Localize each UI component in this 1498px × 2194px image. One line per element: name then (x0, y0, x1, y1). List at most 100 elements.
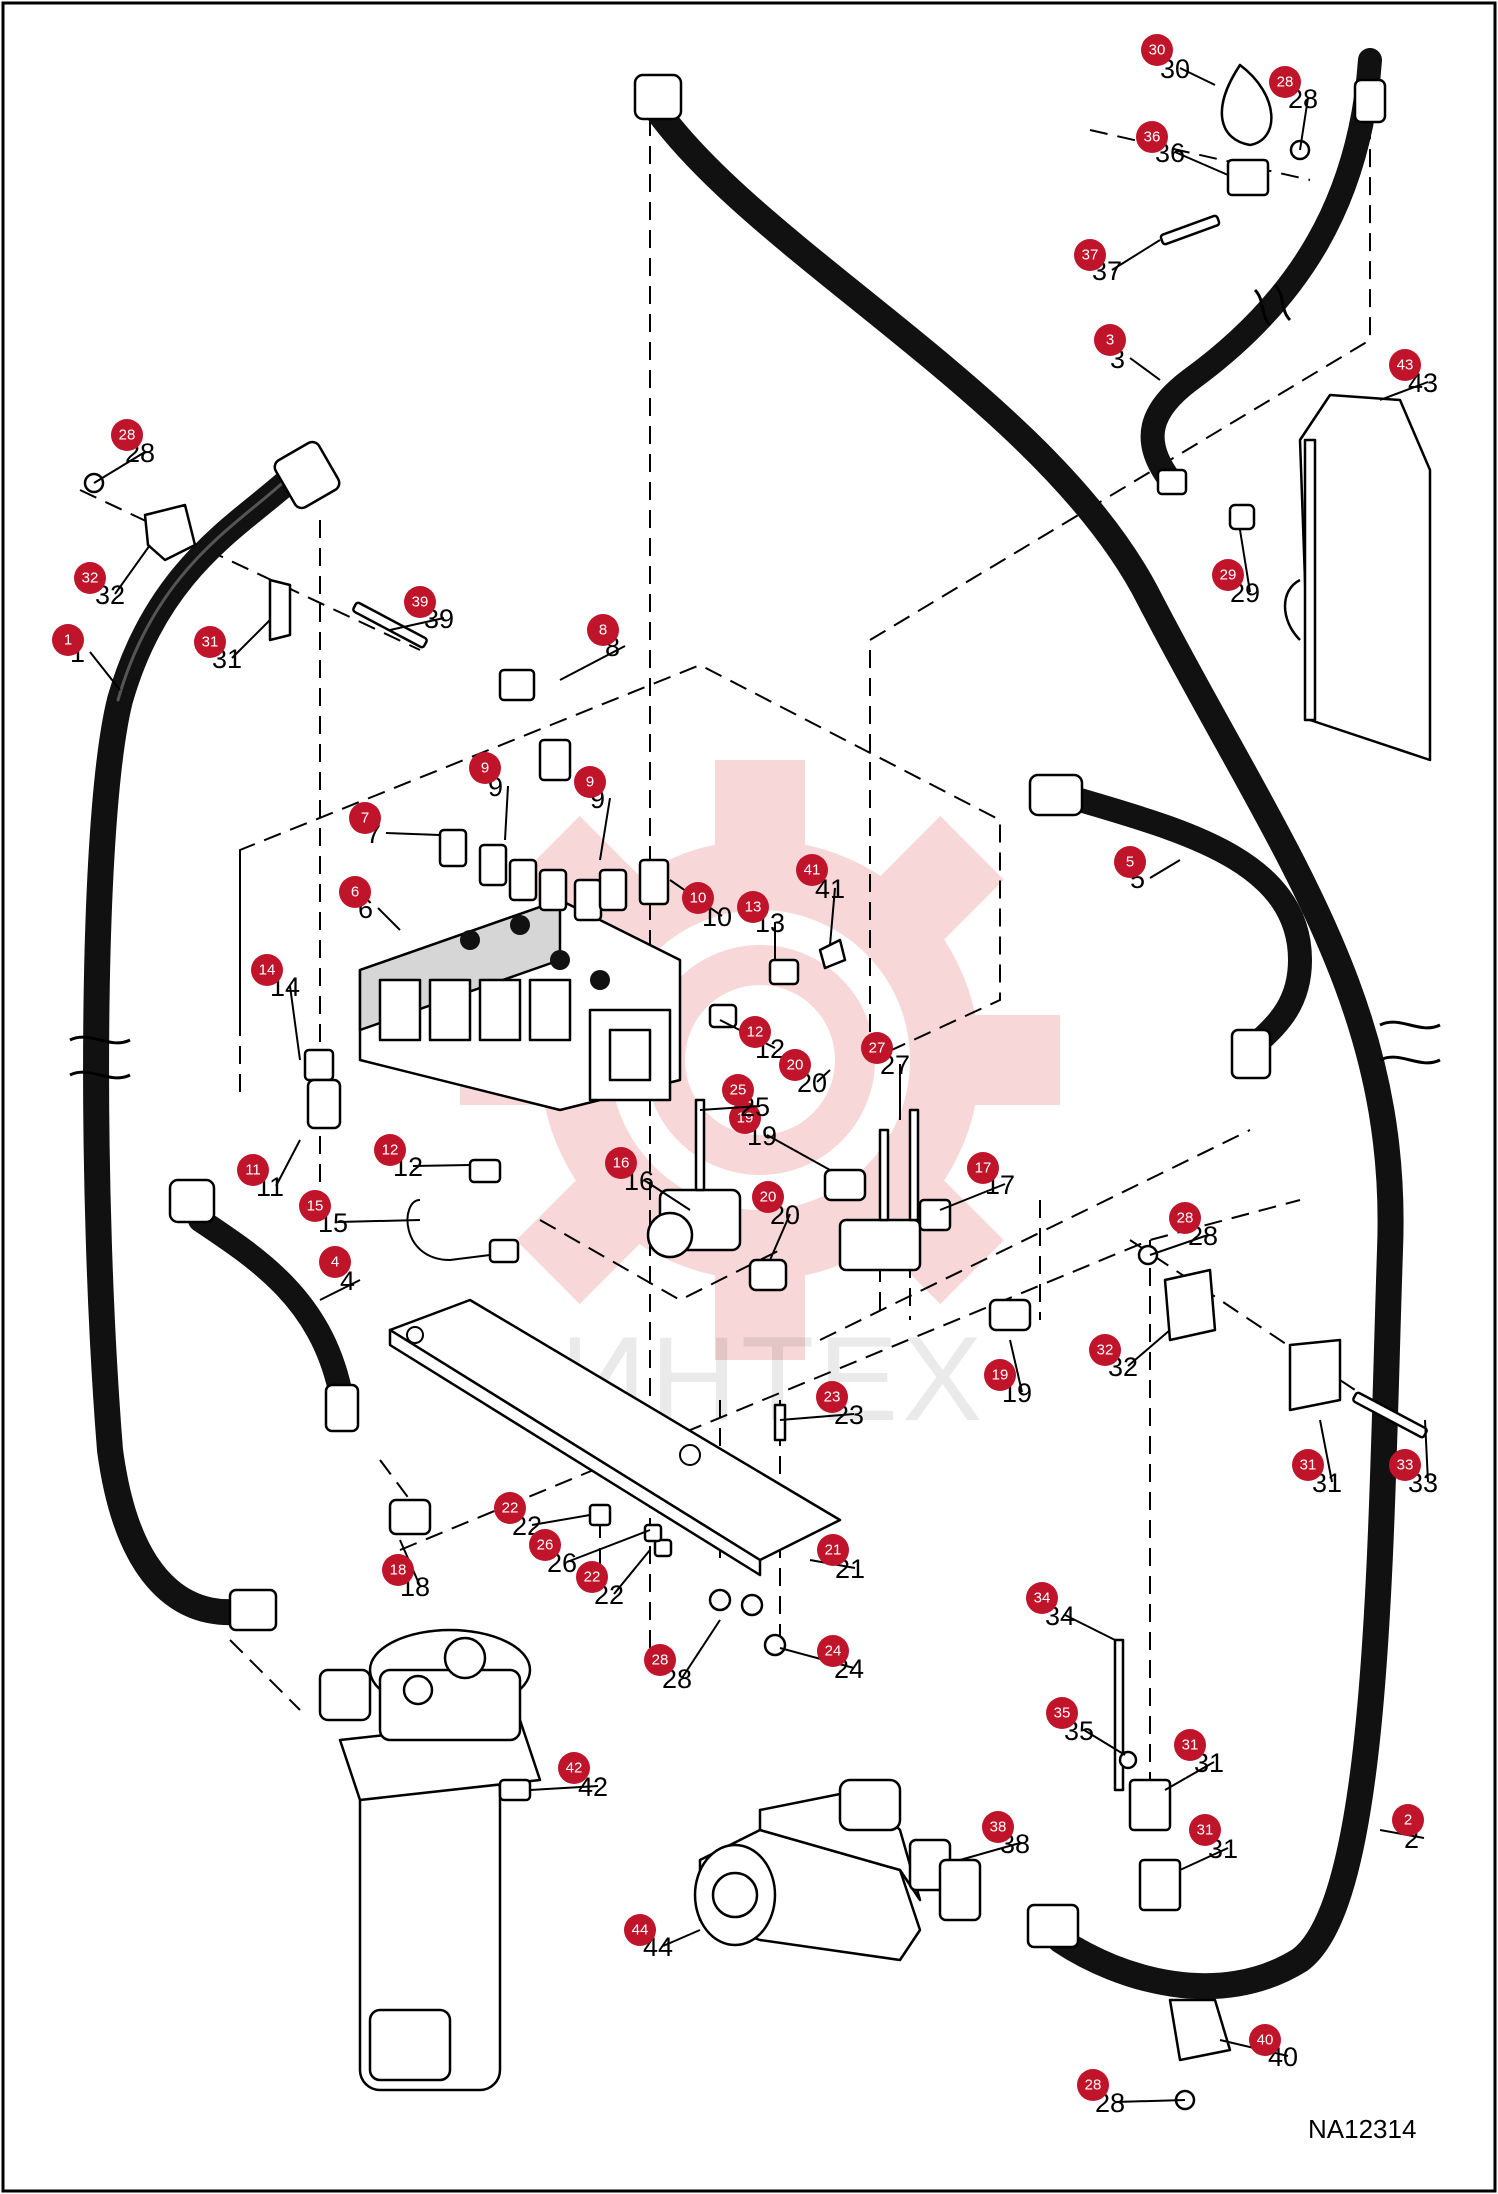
callout-badge-label: 30 (1149, 42, 1166, 59)
control-valve-block (358, 898, 682, 1112)
callout-leader-line (779, 1413, 855, 1421)
callout-leader-line (1424, 1419, 1429, 1483)
callout-badge-label: 24 (825, 1643, 842, 1660)
callout-leader-line (681, 1619, 721, 1679)
callout-badge-label: 28 (1085, 2077, 1102, 2094)
callout-leader-line (566, 1529, 651, 1563)
callout-badge (494, 1492, 526, 1524)
callout-leader-line (1179, 1847, 1229, 1871)
callout-badge (1269, 66, 1301, 98)
callout-badge-label: 22 (584, 1569, 601, 1586)
callout-badge-label: 36 (1144, 129, 1161, 146)
callout-badge-label: 2 (1404, 1812, 1412, 1829)
callout-badge (1077, 2069, 1109, 2101)
callout-badge-label: 11 (245, 1162, 261, 1179)
callout-leader-line (816, 1069, 831, 1083)
callout-badge (319, 1246, 351, 1278)
callout-leader-line (93, 451, 146, 484)
callout-badge (251, 954, 283, 986)
callout-badge (644, 1644, 676, 1676)
callout-badge (982, 1811, 1014, 1843)
callout-leader-line (613, 1549, 651, 1595)
callout-badge-label: 22 (502, 1500, 519, 1517)
lower-right-clamp-stack (1113, 1638, 1232, 2111)
callout-badge (1089, 1334, 1121, 1366)
callout-leader-line (1114, 2099, 1186, 2103)
callout-badge-label: 32 (82, 570, 99, 587)
callout-badge (1392, 1804, 1424, 1836)
callout-badge (237, 1154, 269, 1186)
callout-badge-label: 28 (119, 427, 136, 444)
callout-badge (624, 1914, 656, 1946)
callout-badge-label: 39 (412, 594, 429, 611)
callout-badge-label: 23 (824, 1389, 841, 1406)
callout-leader-line (599, 797, 611, 861)
callout-leader-line (1127, 1329, 1171, 1367)
callout-badge (816, 1381, 848, 1413)
callout-leader-line (1083, 1729, 1126, 1756)
callout-badge-label: 37 (1082, 247, 1099, 264)
callout-badge-label: 10 (690, 890, 707, 907)
callout-leader-line (1064, 1614, 1116, 1641)
callout-badge-label: 35 (1054, 1705, 1071, 1722)
callout-leader-line (662, 1929, 701, 1947)
callout-leader-line (412, 1164, 471, 1167)
callout-badge-label: 31 (1300, 1457, 1317, 1474)
callout-badge (299, 1190, 331, 1222)
callout-leader-line (275, 1139, 301, 1187)
callout-badge (861, 1032, 893, 1064)
callout-badge (558, 1752, 590, 1784)
callout-badge (469, 752, 501, 784)
callout-badge (817, 1534, 849, 1566)
callout-badge-label: 44 (632, 1922, 649, 1939)
filter-assembly (318, 1628, 542, 2092)
callout-leader-line (289, 985, 301, 1061)
callout-badge-label: 34 (1034, 1590, 1051, 1607)
callout-badge-label: 28 (1177, 1210, 1194, 1227)
callout-leader-line (779, 1647, 855, 1669)
hydraulic-pump (693, 1778, 982, 1962)
callout-leader-line (531, 1514, 591, 1526)
callout-badge (605, 1147, 637, 1179)
callout-badge (1292, 1449, 1324, 1481)
callout-leader-line (319, 1279, 361, 1301)
callout-leader-line (529, 1785, 599, 1791)
callout-badge (817, 1635, 849, 1667)
top-right-clamp-parts (1159, 63, 1311, 531)
callout-leader-line (1179, 67, 1216, 86)
callout-badge (729, 1102, 761, 1134)
callout-badge-label: 31 (1182, 1737, 1199, 1754)
callout-leader-line (766, 1134, 831, 1171)
callout-badge (739, 1016, 771, 1048)
callout-badge-label: 31 (1197, 1822, 1214, 1839)
callout-leader-line (959, 1842, 1021, 1861)
callout-badge (74, 562, 106, 594)
callout-badge-label: 28 (1277, 74, 1294, 91)
callout-badge-label: 28 (652, 1652, 669, 1669)
callout-leader-line (1319, 1419, 1333, 1483)
callout-badge (1389, 349, 1421, 381)
callout-leader-line (643, 1179, 691, 1211)
callout-badge (339, 876, 371, 908)
callout-badge-label: 14 (259, 962, 276, 979)
callout-badge-label: 9 (481, 760, 489, 777)
left-clamp-parts (83, 472, 428, 649)
callout-badge-label: 4 (331, 1254, 339, 1271)
callout-badge (1174, 1729, 1206, 1761)
callout-badge-label: 32 (1097, 1342, 1114, 1359)
drawing-code: NA12314 (1308, 2114, 1416, 2144)
callout-leader-line (1164, 1761, 1215, 1791)
callout-badge-label: 13 (745, 899, 762, 916)
callout-leader-line (1239, 529, 1251, 593)
callout-leader-line (89, 651, 121, 691)
callout-badge-label: 42 (566, 1760, 583, 1777)
callout-badge (1389, 1449, 1421, 1481)
callout-badge-label: 33 (1397, 1457, 1414, 1474)
mounting-plate (388, 1298, 842, 1577)
callout-badge (752, 1181, 784, 1213)
callout-badge (1189, 1814, 1221, 1846)
tee-fittings (388, 1108, 1032, 1536)
callout-badge (1136, 121, 1168, 153)
right-clamp-parts (1137, 1244, 1428, 1439)
